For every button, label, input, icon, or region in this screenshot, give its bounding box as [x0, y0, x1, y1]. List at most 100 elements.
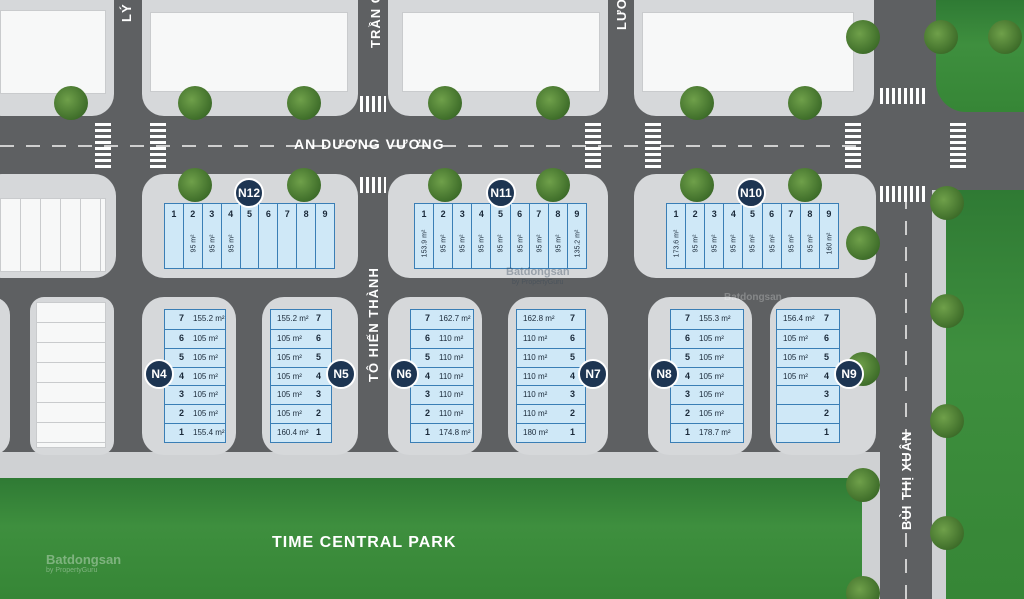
lot-number: 5	[497, 209, 503, 219]
lot-cell[interactable]: 3 95 m²	[452, 203, 473, 269]
lot-number: 6	[265, 209, 271, 219]
lot-cell[interactable]: 9	[315, 203, 335, 269]
lot-number: 2	[425, 408, 431, 419]
block-badge: N7	[578, 359, 608, 389]
lot-area: 95 m²	[459, 234, 467, 253]
lot-area: 110 m²	[439, 333, 464, 343]
lot-cell[interactable]: 5	[239, 203, 260, 269]
lot-area: 95 m²	[692, 234, 700, 253]
tree	[930, 516, 964, 550]
tree	[846, 576, 880, 599]
lot-cell[interactable]: 8	[296, 203, 317, 269]
lot-number: 3	[711, 209, 717, 219]
lot-cell[interactable]: 7	[277, 203, 298, 269]
lot-cell[interactable]: 1	[164, 203, 184, 269]
lot-number: 3	[459, 209, 465, 219]
tree	[846, 226, 880, 260]
lot-row[interactable]: 2	[777, 404, 839, 424]
park-label: TIME CENTRAL PARK	[272, 534, 457, 551]
lot-row[interactable]: 1	[777, 423, 839, 443]
lot-cell[interactable]: 6	[258, 203, 279, 269]
lot-number: 6	[315, 332, 321, 343]
lot-area: 155.4 m²	[193, 428, 225, 438]
crosswalk	[880, 186, 928, 202]
lot-area: 160.4 m²	[277, 428, 309, 438]
lot-row[interactable]: 3	[777, 385, 839, 405]
tree	[846, 468, 880, 502]
tree	[428, 86, 462, 120]
lot-row[interactable]: 2 110 m²	[411, 404, 473, 424]
lot-area: 110 m²	[439, 409, 464, 419]
lot-number: 3	[823, 389, 829, 400]
lot-number: 2	[440, 209, 446, 219]
lot-row[interactable]: 2 110 m²	[517, 404, 585, 424]
lot-number: 2	[569, 408, 575, 419]
tree	[930, 404, 964, 438]
crosswalk	[95, 122, 111, 168]
lot-number: 1	[421, 209, 427, 219]
lot-number: 4	[823, 370, 829, 381]
block-badge: N11	[486, 178, 516, 208]
lot-area: 110 m²	[523, 409, 548, 419]
sidewalk-bottom	[0, 452, 880, 478]
